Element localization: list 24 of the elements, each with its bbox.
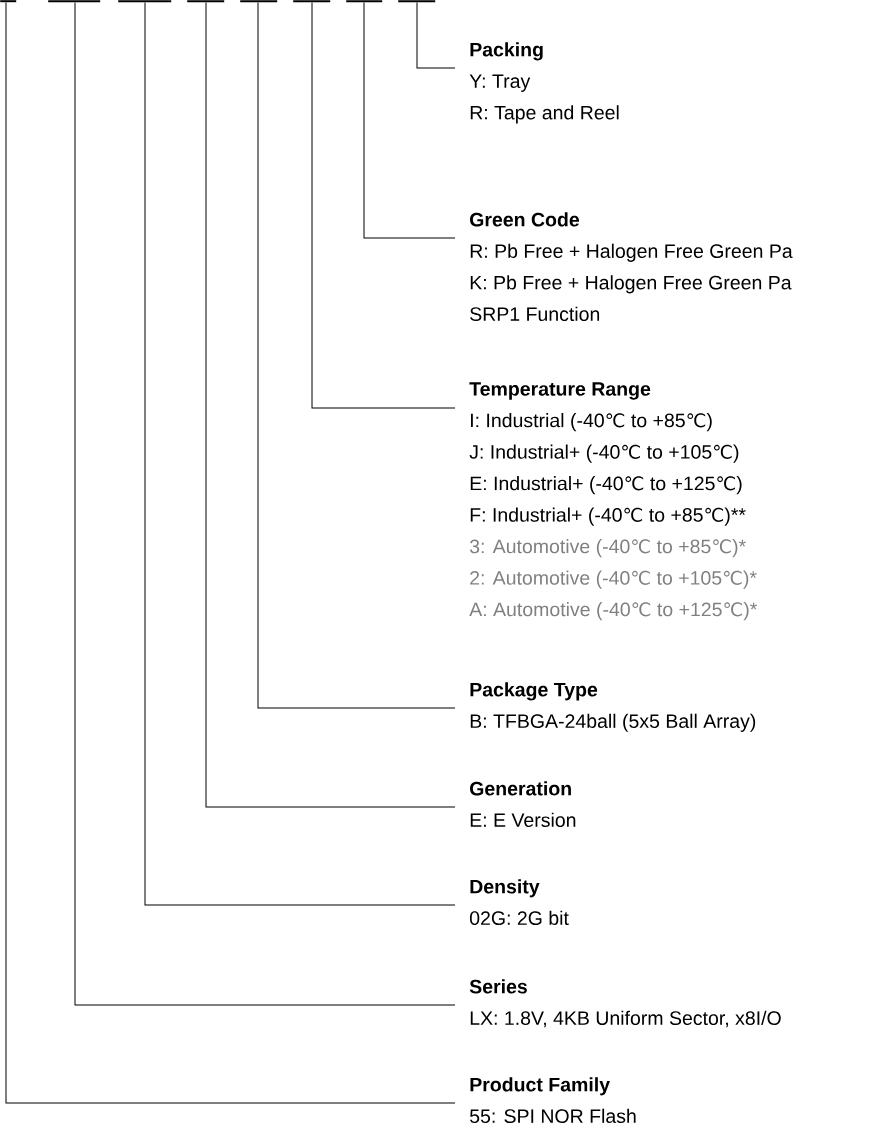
leader-line [363, 1, 456, 239]
leader-line [416, 1, 456, 69]
leader-line [257, 1, 456, 709]
leader-line [311, 1, 456, 409]
underline-bar [346, 0, 383, 3]
underline-bar [293, 0, 331, 3]
leader-line [5, 1, 456, 1104]
underline-bar [187, 0, 225, 3]
underline-bar [118, 0, 172, 3]
leader-line [205, 1, 456, 808]
underline-bar [240, 0, 278, 3]
code-description: Series LX: 1.8V, 4KB Uniform Sector, x8I/O [469, 979, 781, 1028]
leader-line [74, 1, 456, 1006]
code-description: Green Code R: Pb Free + Halogen Free Green Pa K: Pb Free + Halogen Free Green Pa SRP1 Function [470, 212, 793, 321]
underline-bar [398, 0, 436, 3]
code-description: Density 02G: 2G bit [469, 879, 569, 926]
code-description: Package Type B: TFBGA-24ball (5x5 Ball Array) [470, 682, 756, 732]
code-description: Packing Y: Tray R: Tape and Reel [469, 42, 619, 124]
leader-line [144, 1, 456, 906]
code-description: Product Family 55: SPI NOR Flash [470, 1077, 636, 1124]
underline-bar [0, 0, 17, 3]
underline-bar [48, 0, 101, 3]
code-description: Generation E: E Version [470, 781, 576, 828]
code-description: Temperature Range I: Industrial (-40℃ to +85℃) J: Industrial+ (-40℃ to +105℃) E: Industrial+ (-40℃ to +125℃) F: Industrial+ (-40℃ to +85℃)** 3: Automotive (-40℃ to +85℃)* 2: Automotive (-40℃ to +105℃)* A: Automotive (-40℃ to +125℃)* [469, 382, 758, 621]
